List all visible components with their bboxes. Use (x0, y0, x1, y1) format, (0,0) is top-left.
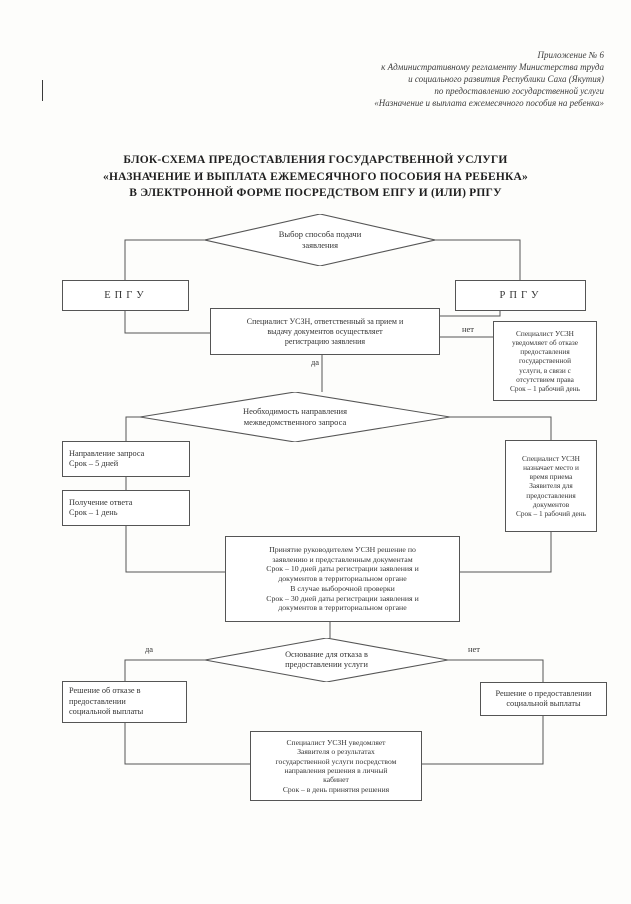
receive-response-box: Получение ответа Срок – 1 день (62, 490, 190, 526)
title-line: «НАЗНАЧЕНИЕ И ВЫПЛАТА ЕЖЕМЕСЯЧНОГО ПОСОБ… (103, 170, 528, 183)
refusal-notice-label: Специалист УСЗН уведомляет об отказе пре… (509, 329, 581, 393)
connector-grounds-refusal (124, 659, 205, 681)
refusal-decision-box: Решение об отказе в предоставлении социа… (62, 681, 187, 723)
rpgu-box: РПГУ (455, 280, 586, 311)
label-no-grounds: нет (467, 644, 481, 654)
start-diamond-label: Выбор способа подачи заявления (278, 229, 362, 250)
receive-response-label: Получение ответа Срок – 1 день (69, 497, 133, 517)
decision-label: Принятие руководителем УСЗН решение по з… (266, 544, 419, 613)
annex-line: и социального развития Республики Саха (… (408, 73, 604, 84)
diamond-shape (140, 392, 450, 442)
refusal-notice-box: Специалист УСЗН уведомляет об отказе пре… (493, 321, 597, 401)
connector-start-epgu (124, 239, 205, 280)
appointment-label: Специалист УСЗН назначает место и время … (515, 454, 587, 518)
scan-artifact-line (42, 80, 43, 101)
label-yes-registration: да (310, 357, 320, 367)
annex-line: «Назначение и выплата ежемесячного пособ… (374, 97, 604, 108)
connector-response-decision (125, 526, 225, 573)
notification-label: Специалист УСЗН уведомляет Заявителя о р… (275, 737, 397, 794)
epgu-box: ЕПГУ (62, 280, 189, 311)
connector-refusal-notification (124, 723, 250, 765)
page-title: БЛОК-СХЕМА ПРЕДОСТАВЛЕНИЯ ГОСУДАРСТВЕННО… (30, 152, 601, 202)
connector-grant-notification (422, 716, 544, 765)
connector-interagency-appointment (450, 416, 552, 440)
grant-decision-box: Решение о предоставлении социальной выпл… (480, 682, 607, 716)
label-no-registration: нет (461, 324, 475, 334)
send-request-label: Направление запроса Срок – 5 дней (69, 448, 145, 468)
refusal-grounds-label: Основание для отказа в предоставлении ус… (285, 649, 368, 669)
annex-line: Приложение № 6 (537, 50, 604, 60)
annex-line: по предоставлению государственной услуги (434, 85, 604, 96)
connector-epgu-registration (124, 311, 210, 334)
appointment-box: Специалист УСЗН назначает место и время … (505, 440, 597, 532)
interagency-diamond: Необходимость направления межведомственн… (140, 392, 450, 442)
refusal-decision-label: Решение об отказе в предоставлении социа… (69, 686, 144, 717)
connector-appointment-decision (460, 532, 552, 573)
annex-line: к Административному регламенту Министерс… (381, 61, 604, 72)
diamond-shape (205, 214, 435, 266)
connector-interagency-request (125, 416, 140, 441)
connector-grounds-grant (448, 659, 544, 682)
grant-decision-label: Решение о предоставлении социальной выпл… (495, 688, 592, 708)
registration-box: Специалист УСЗН, ответственный за прием … (210, 308, 440, 355)
decision-box: Принятие руководителем УСЗН решение по з… (225, 536, 460, 622)
label-yes-grounds: да (144, 644, 154, 654)
annex-note: Приложение № 6 к Административному регла… (259, 50, 604, 109)
send-request-box: Направление запроса Срок – 5 дней (62, 441, 190, 477)
notification-box: Специалист УСЗН уведомляет Заявителя о р… (250, 731, 422, 801)
rpgu-label: РПГУ (499, 289, 543, 301)
refusal-grounds-diamond: Основание для отказа в предоставлении ус… (205, 638, 448, 682)
connector-start-rpgu (435, 239, 521, 280)
diamond-shape (205, 638, 448, 682)
connector-rpgu-registration (440, 311, 501, 317)
start-diamond: Выбор способа подачи заявления (205, 214, 435, 266)
title-line: В ЭЛЕКТРОННОЙ ФОРМЕ ПОСРЕДСТВОМ ЕПГУ И (… (129, 187, 502, 200)
epgu-label: ЕПГУ (104, 289, 148, 301)
title-line: БЛОК-СХЕМА ПРЕДОСТАВЛЕНИЯ ГОСУДАРСТВЕННО… (123, 154, 508, 166)
interagency-diamond-label: Необходимость направления межведомственн… (242, 406, 347, 427)
registration-label: Специалист УСЗН, ответственный за прием … (246, 316, 404, 346)
